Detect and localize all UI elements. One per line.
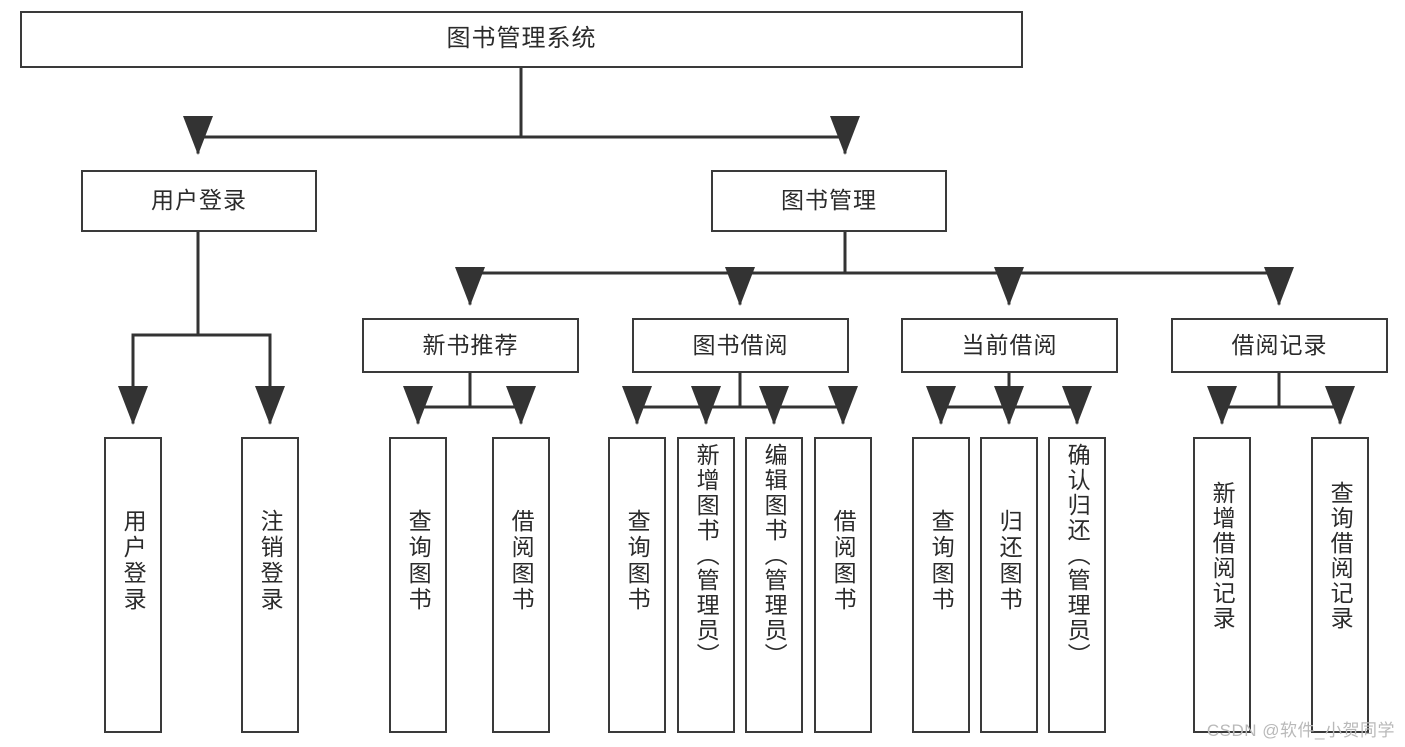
node-borrow-record[interactable]: 借阅记录 xyxy=(1171,318,1388,373)
leaf-edit-book-admin[interactable]: 编辑图书（管理员） xyxy=(745,437,803,733)
node-label: 用户登录 xyxy=(120,509,147,613)
leaf-query-borrow-record[interactable]: 查询借阅记录 xyxy=(1311,437,1369,733)
node-book-management[interactable]: 图书管理 xyxy=(711,170,947,232)
node-label: 当前借阅 xyxy=(961,331,1058,358)
node-label: 借阅记录 xyxy=(1231,331,1328,358)
node-label: 新书推荐 xyxy=(422,331,519,358)
leaf-return-book[interactable]: 归还图书 xyxy=(980,437,1038,733)
leaf-add-borrow-record[interactable]: 新增借阅记录 xyxy=(1193,437,1251,733)
leaf-confirm-return-admin[interactable]: 确认归还（管理员） xyxy=(1048,437,1106,733)
node-label: 新增借阅记录 xyxy=(1209,481,1236,631)
node-label: 图书管理 xyxy=(781,187,877,214)
node-label: 新增图书（管理员） xyxy=(693,443,720,668)
node-user-login[interactable]: 用户登录 xyxy=(81,170,317,232)
leaf-borrow-book-new[interactable]: 借阅图书 xyxy=(492,437,550,733)
node-new-book-recommend[interactable]: 新书推荐 xyxy=(362,318,579,373)
node-label: 图书借阅 xyxy=(692,331,789,358)
node-label: 注销登录 xyxy=(257,509,284,613)
node-label: 归还图书 xyxy=(996,509,1023,613)
leaf-query-book-current[interactable]: 查询图书 xyxy=(912,437,970,733)
leaf-query-book-new[interactable]: 查询图书 xyxy=(389,437,447,733)
node-label: 借阅图书 xyxy=(508,509,535,613)
node-book-borrow[interactable]: 图书借阅 xyxy=(632,318,849,373)
leaf-borrow-book[interactable]: 借阅图书 xyxy=(814,437,872,733)
node-label: 查询图书 xyxy=(405,509,432,613)
node-label: 编辑图书（管理员） xyxy=(761,443,788,668)
leaf-user-login[interactable]: 用户登录 xyxy=(104,437,162,733)
leaf-user-logout[interactable]: 注销登录 xyxy=(241,437,299,733)
node-root-system[interactable]: 图书管理系统 xyxy=(20,11,1023,68)
node-label: 查询图书 xyxy=(624,509,651,613)
node-label: 查询借阅记录 xyxy=(1327,481,1354,631)
node-label: 查询图书 xyxy=(928,509,955,613)
leaf-add-book-admin[interactable]: 新增图书（管理员） xyxy=(677,437,735,733)
node-label: 确认归还（管理员） xyxy=(1064,443,1091,668)
node-current-borrow[interactable]: 当前借阅 xyxy=(901,318,1118,373)
node-label: 图书管理系统 xyxy=(446,25,597,53)
leaf-query-book-borrow[interactable]: 查询图书 xyxy=(608,437,666,733)
node-label: 用户登录 xyxy=(151,187,247,214)
node-label: 借阅图书 xyxy=(830,509,857,613)
